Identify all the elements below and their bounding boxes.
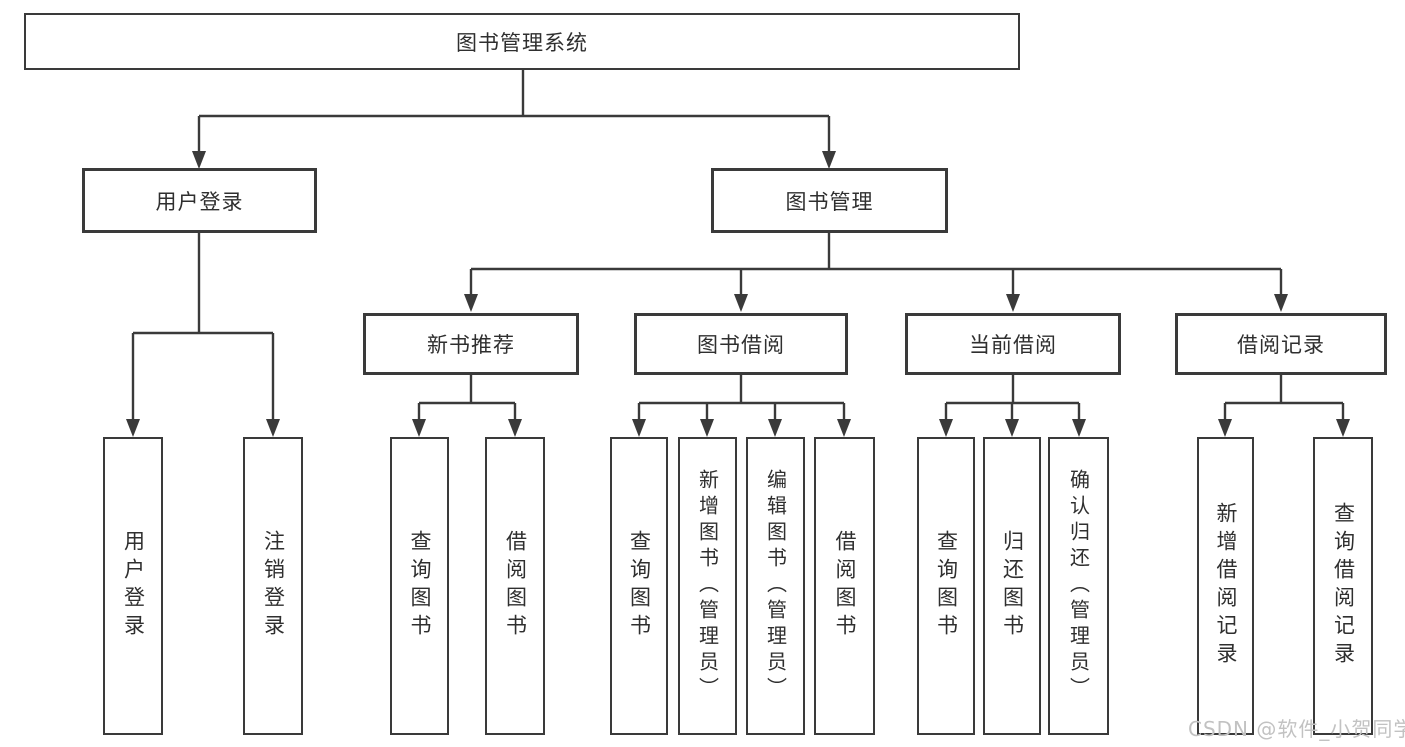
arrowhead-icon bbox=[632, 419, 646, 437]
leaf-query-book-borrowing: 查询图书 bbox=[610, 437, 668, 735]
node-root: 图书管理系统 bbox=[24, 13, 1020, 70]
leaf-logout: 注销登录 bbox=[243, 437, 303, 735]
node-current-borrowing: 当前借阅 bbox=[905, 313, 1121, 375]
arrowhead-icon bbox=[126, 419, 140, 437]
leaf-confirm-return-admin: 确认归还（管理员） bbox=[1048, 437, 1109, 735]
arrowhead-icon bbox=[700, 419, 714, 437]
arrowhead-icon bbox=[1274, 294, 1288, 312]
arrowhead-icon bbox=[192, 151, 206, 169]
leaf-add-book-admin: 新增图书（管理员） bbox=[678, 437, 737, 735]
leaf-query-book-current: 查询图书 bbox=[917, 437, 975, 735]
leaf-user-login: 用户登录 bbox=[103, 437, 163, 735]
arrowhead-icon bbox=[1336, 419, 1350, 437]
arrowhead-icon bbox=[734, 294, 748, 312]
arrowhead-icon bbox=[1218, 419, 1232, 437]
node-new-book-recommendation: 新书推荐 bbox=[363, 313, 579, 375]
node-borrowing-records: 借阅记录 bbox=[1175, 313, 1387, 375]
leaf-add-borrow-record: 新增借阅记录 bbox=[1197, 437, 1254, 735]
arrowhead-icon bbox=[939, 419, 953, 437]
watermark: CSDN @软件_小贺同学 bbox=[1188, 717, 1405, 741]
leaf-query-borrow-record: 查询借阅记录 bbox=[1313, 437, 1373, 735]
arrowhead-icon bbox=[412, 419, 426, 437]
arrowhead-icon bbox=[464, 294, 478, 312]
arrowhead-icon bbox=[837, 419, 851, 437]
node-book-borrowing: 图书借阅 bbox=[634, 313, 848, 375]
arrowhead-icon bbox=[508, 419, 522, 437]
arrowhead-icon bbox=[1072, 419, 1086, 437]
arrowhead-icon bbox=[266, 419, 280, 437]
leaf-borrow-book-borrowing: 借阅图书 bbox=[814, 437, 875, 735]
arrowhead-icon bbox=[768, 419, 782, 437]
arrowhead-icon bbox=[822, 151, 836, 169]
arrowhead-icon bbox=[1006, 294, 1020, 312]
leaf-return-book: 归还图书 bbox=[983, 437, 1041, 735]
connector-path bbox=[131, 70, 1345, 420]
node-book-management: 图书管理 bbox=[711, 168, 948, 233]
arrowhead-icon bbox=[1005, 419, 1019, 437]
leaf-query-book-recommend: 查询图书 bbox=[390, 437, 449, 735]
leaf-borrow-book-recommend: 借阅图书 bbox=[485, 437, 545, 735]
node-user-login: 用户登录 bbox=[82, 168, 317, 233]
leaf-edit-book-admin: 编辑图书（管理员） bbox=[746, 437, 805, 735]
